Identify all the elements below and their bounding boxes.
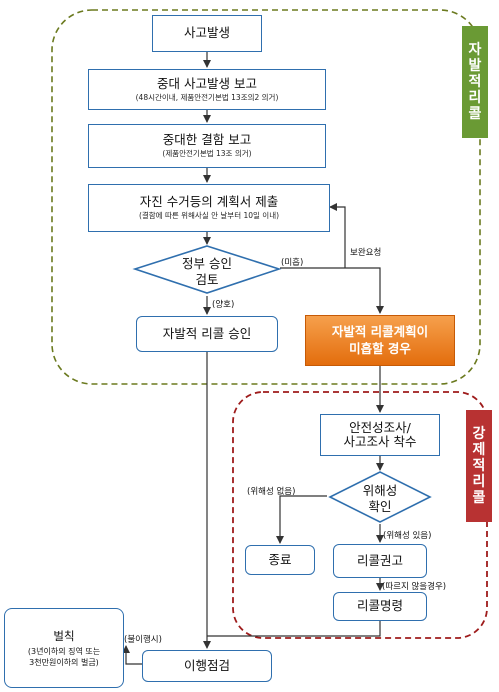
side-label-char: 자 [468,41,482,58]
arrow-order-to-inspection [207,621,381,637]
penalty-box: 벌칙 (3년이하의 징역 또는 3천만원이하의 벌금) [4,608,124,688]
hazard-check-text: 위해성 확인 [362,483,398,514]
end-box: 종료 [245,545,315,575]
insufficient-plan-box: 자발적 리콜계획이 미흡할 경우 [305,315,455,366]
side-label-char: 강 [472,425,486,442]
side-label-char: 적 [472,457,486,474]
side-label-char: 콜 [472,490,486,507]
side-label-char: 발 [468,57,482,74]
side-label-char: 적 [468,73,482,90]
inspection-box: 이행점검 [142,650,272,682]
arrow-review-insufficient [280,267,384,314]
investigation-box: 안전성조사/ 사고조사 착수 [320,414,440,456]
arrow-inspection-to-penalty [122,645,142,665]
side-label-char: 리 [468,90,482,107]
label-insufficient: (미흡) [281,258,304,268]
recall-order-box: 리콜명령 [333,592,427,621]
voluntary-recall-frame [51,9,481,385]
side-label-char: 리 [472,474,486,491]
side-label-char: 콜 [468,106,482,123]
hazard-check-diamond [328,471,432,523]
label-supplement-request: 보완요청 [350,248,382,258]
label-non-compliance: (불이행시) [124,635,162,645]
label-good: (양호) [212,300,235,310]
recall-advice-box: 리콜권고 [333,544,427,578]
arrow-hazard-to-end [276,495,327,544]
label-no-hazard: (위해성 없음) [247,487,296,497]
side-label-char: 제 [472,441,486,458]
voluntary-approval-box: 자발적 리콜 승인 [136,316,278,352]
arrow-supplement-request [329,203,346,268]
plan-submit-box: 자진 수거등의 계획서 제출 (결함에 따른 위해사실 안 날부터 10일 이내… [88,184,330,232]
label-has-hazard: (위해성 있음) [383,531,432,541]
label-not-comply: (따르지 않을경우) [382,582,447,592]
accident-box: 사고발생 [152,15,262,52]
gov-review-text: 정부 승인 검토 [182,256,232,287]
defect-report-box: 중대한 결함 보고 (제품안전기본법 13조 의거) [88,124,326,168]
serious-report-box: 중대 사고발생 보고 (48시간이내, 제품안전기본법 13조의2 의거) [88,69,326,110]
gov-review-diamond [132,245,282,294]
